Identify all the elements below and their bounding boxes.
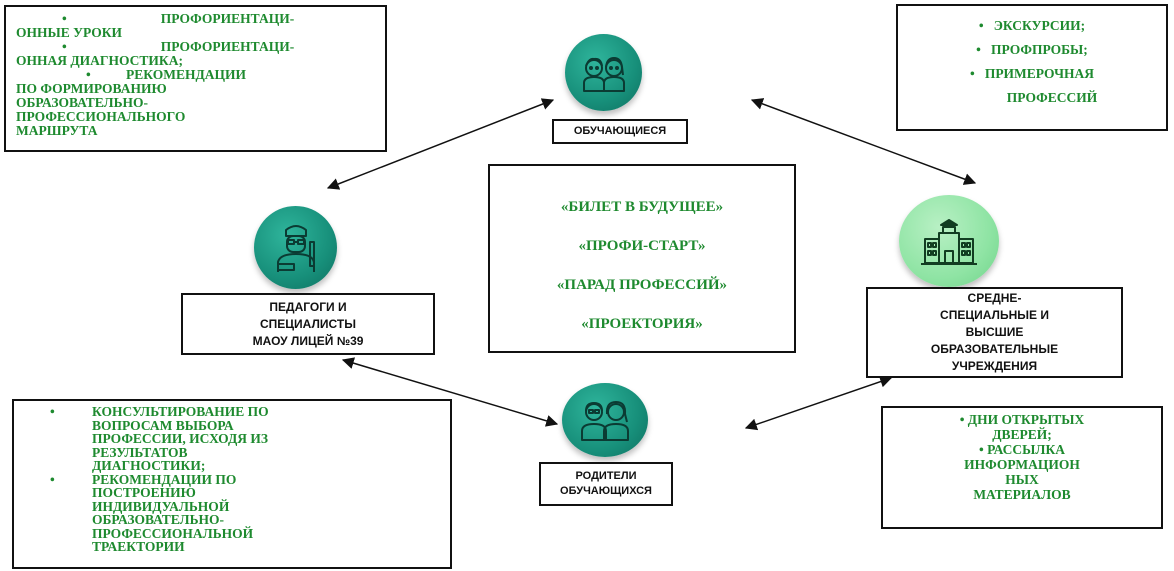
item-line: НЫХ bbox=[1005, 472, 1039, 487]
item-line: ПРОФЕССИЙ bbox=[1006, 90, 1098, 105]
arrow-students-institutions bbox=[750, 98, 977, 185]
item-line: КОНСУЛЬТИРОВАНИЕ ПО bbox=[92, 404, 269, 419]
item-line: РЕЗУЛЬТАТОВ bbox=[92, 444, 188, 460]
label-students: ОБУЧАЮЩИЕСЯ bbox=[552, 119, 688, 144]
item-line: ОБРАЗОВАТЕЛЬНО- bbox=[16, 95, 149, 110]
item-line: ОННЫЕ УРОКИ bbox=[16, 25, 123, 40]
label-line: ОБУЧАЮЩИХСЯ bbox=[560, 485, 652, 497]
item-line: ВОПРОСАМ ВЫБОРА bbox=[92, 417, 234, 433]
label-line: СПЕЦИАЛИСТЫ bbox=[260, 316, 356, 331]
item-line: МАРШРУТА bbox=[16, 123, 98, 138]
item-line: ОБРАЗОВАТЕЛЬНО- bbox=[92, 512, 225, 527]
item-line: ПРОФЕССИИ, ИСХОДЯ ИЗ bbox=[92, 431, 269, 446]
project-bilet-v-budushchee: «БИЛЕТ В БУДУЩЕЕ» bbox=[560, 199, 724, 215]
list-item: • РЕКОМЕНДАЦИИ ПО ФОРМИРОВАНИЮ ОБРАЗОВАТ… bbox=[16, 68, 375, 138]
label-parents: РОДИТЕЛИ ОБУЧАЮЩИХСЯ bbox=[539, 462, 673, 506]
project-parad-professiy: «ПАРАД ПРОФЕССИЙ» bbox=[556, 277, 728, 293]
item-line: РЕКОМЕНДАЦИИ ПО bbox=[92, 471, 237, 487]
parents-node-circle bbox=[562, 383, 648, 457]
list-item: • ПРОФОРИЕНТАЦИ- ОННАЯ ДИАГНОСТИКА; bbox=[16, 40, 375, 68]
students-node-circle bbox=[565, 34, 642, 111]
bullet-icon: • bbox=[62, 11, 67, 26]
list-item: • ПРИМЕРОЧНАЯ ПРОФЕССИЙ bbox=[904, 62, 1160, 110]
label-line: ВЫСШИЕ bbox=[965, 325, 1024, 339]
item-line: ПОСТРОЕНИЮ bbox=[92, 485, 196, 500]
list-item: • ПРОФПРОБЫ; bbox=[904, 38, 1160, 62]
item-line: ПРОФЕССИОНАЛЬНОГО bbox=[16, 109, 186, 124]
bullet-icon: • bbox=[969, 66, 975, 81]
item-line: ПО ФОРМИРОВАНИЮ bbox=[16, 81, 167, 96]
bullet-icon: • bbox=[978, 18, 984, 33]
teachers-node-circle bbox=[254, 206, 337, 289]
list-item: • КОНСУЛЬТИРОВАНИЕ ПО ВОПРОСАМ ВЫБОРА ПР… bbox=[22, 405, 442, 473]
bullet-icon: • bbox=[50, 404, 55, 419]
item-line: ДИАГНОСТИКИ; bbox=[92, 458, 206, 473]
label-line: РОДИТЕЛИ bbox=[575, 470, 637, 482]
box-center-projects: «БИЛЕТ В БУДУЩЕЕ» «ПРОФИ-СТАРТ» «ПАРАД П… bbox=[488, 164, 796, 353]
item-line: ПРОФПРОБЫ; bbox=[991, 42, 1088, 57]
label-line: СПЕЦИАЛЬНЫЕ И bbox=[940, 308, 1049, 322]
box-top-left-activities: • ПРОФОРИЕНТАЦИ- ОННЫЕ УРОКИ • ПРОФОРИЕН… bbox=[4, 5, 387, 152]
bullet-icon: • bbox=[976, 42, 981, 57]
box-top-right-activities: • ЭКСКУРСИИ; • ПРОФПРОБЫ; • ПРИМЕРОЧНАЯ П… bbox=[896, 4, 1168, 131]
item-line: • РАССЫЛКА bbox=[978, 442, 1066, 457]
item-line: РЕКОМЕНДАЦИИ bbox=[126, 67, 246, 82]
item-line: ИНФОРМАЦИОН bbox=[964, 457, 1080, 472]
arrow-students-teachers bbox=[326, 98, 555, 190]
item-line: • ДНИ ОТКРЫТЫХ bbox=[959, 412, 1085, 427]
item-line: ПРОФЕССИОНАЛЬНОЙ bbox=[92, 525, 254, 541]
label-teachers: ПЕДАГОГИ И СПЕЦИАЛИСТЫ МАОУ ЛИЦЕЙ №39 bbox=[181, 293, 435, 355]
label-line: ОБРАЗОВАТЕЛЬНЫЕ bbox=[930, 342, 1059, 356]
label-institutions: СРЕДНЕ- СПЕЦИАЛЬНЫЕ И ВЫСШИЕ ОБРАЗОВАТЕЛ… bbox=[866, 287, 1123, 378]
list-item: • ПРОФОРИЕНТАЦИ- ОННЫЕ УРОКИ bbox=[16, 12, 375, 40]
item-line: ОННАЯ ДИАГНОСТИКА; bbox=[16, 53, 183, 68]
item-line: МАТЕРИАЛОВ bbox=[973, 487, 1071, 502]
arrow-teachers-parents bbox=[341, 357, 559, 427]
students-icon bbox=[582, 56, 625, 92]
institutions-node-circle bbox=[899, 195, 999, 287]
university-building-icon bbox=[921, 219, 977, 265]
arrow-parents-institutions bbox=[744, 375, 893, 431]
item-line: ПРОФОРИЕНТАЦИ- bbox=[160, 39, 295, 54]
label-line: МАОУ ЛИЦЕЙ №39 bbox=[252, 333, 364, 348]
project-profi-start: «ПРОФИ-СТАРТ» bbox=[578, 238, 706, 254]
label-line: УЧРЕЖДЕНИЯ bbox=[951, 359, 1038, 373]
teacher-icon bbox=[276, 224, 315, 272]
parents-icon bbox=[581, 401, 629, 441]
project-proektoriya: «ПРОЕКТОРИЯ» bbox=[581, 316, 703, 332]
item-line: ТРАЕКТОРИИ bbox=[92, 539, 185, 554]
item-line: ПРИМЕРОЧНАЯ bbox=[984, 66, 1095, 81]
bullet-icon: • bbox=[50, 471, 55, 487]
list-item: • ДНИ ОТКРЫТЫХ ДВЕРЕЙ; bbox=[887, 412, 1157, 442]
list-item: • РАССЫЛКА ИНФОРМАЦИОН НЫХ МАТЕРИАЛОВ bbox=[887, 442, 1157, 502]
item-line: ИНДИВИДУАЛЬНОЙ bbox=[92, 498, 230, 514]
item-line: ПРОФОРИЕНТАЦИ- bbox=[160, 11, 295, 26]
item-line: ДВЕРЕЙ; bbox=[992, 427, 1052, 442]
list-item: • РЕКОМЕНДАЦИИ ПО ПОСТРОЕНИЮ ИНДИВИДУАЛЬ… bbox=[22, 471, 442, 554]
label-line: ПЕДАГОГИ И bbox=[269, 299, 347, 314]
bullet-icon: • bbox=[86, 67, 91, 82]
label-line: СРЕДНЕ- bbox=[967, 291, 1022, 305]
label-text: ОБУЧАЮЩИЕСЯ bbox=[573, 125, 667, 137]
list-item: • ЭКСКУРСИИ; bbox=[904, 14, 1160, 38]
box-bottom-right-activities: • ДНИ ОТКРЫТЫХ ДВЕРЕЙ; • РАССЫЛКА ИНФОРМ… bbox=[881, 406, 1163, 529]
bullet-icon: • bbox=[62, 39, 67, 54]
item-line: ЭКСКУРСИИ; bbox=[993, 18, 1086, 33]
box-bottom-left-activities: • КОНСУЛЬТИРОВАНИЕ ПО ВОПРОСАМ ВЫБОРА ПР… bbox=[12, 399, 452, 569]
